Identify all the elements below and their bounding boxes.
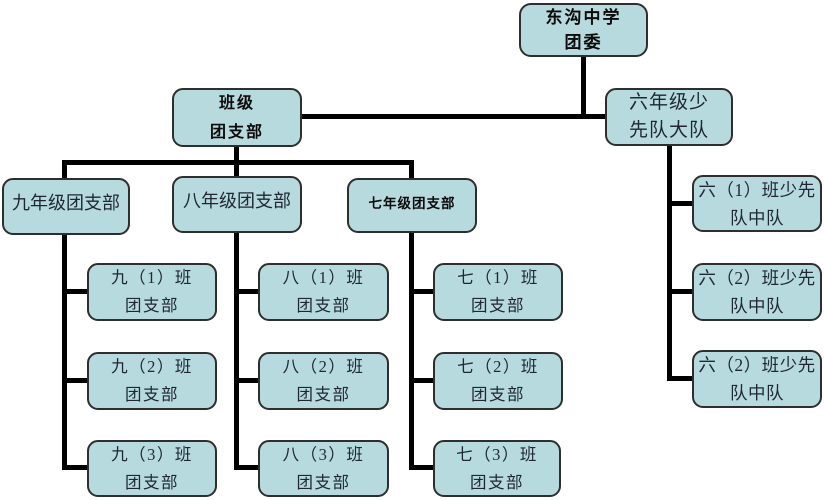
- node-grade9-branch: 九年级团支部: [2, 178, 130, 235]
- node-label-line: 八（1）班: [282, 268, 365, 287]
- connector-stub-g8-3: [234, 465, 261, 470]
- node-class-7-3: 七（3）班 团支部: [433, 440, 561, 497]
- node-label-line: 先队大队: [628, 120, 709, 141]
- connector-grade9-rise: [62, 163, 67, 179]
- connector-grade8-rise: [234, 163, 239, 178]
- node-label-line: 八年级团支部: [183, 191, 291, 211]
- node-label-line: 队中队: [730, 296, 784, 316]
- node-class-league-branch: 班级 团支部: [172, 88, 302, 147]
- node-class-8-2: 八（2）班 团支部: [258, 352, 389, 410]
- node-class-8-3: 八（3）班 团支部: [258, 440, 389, 497]
- connector-stub-g9-1: [62, 289, 90, 294]
- node-label-line: 队中队: [730, 207, 784, 228]
- node-label-line: 六（2）班少先: [698, 268, 816, 288]
- node-label-line: 团支部: [125, 385, 179, 404]
- node-class-7-2: 七（2）班 团支部: [433, 352, 563, 410]
- connector-stub-g7-3: [409, 465, 436, 470]
- connector-grade6-trunk: [667, 144, 672, 381]
- node-class-7-1: 七（1）班 团支部: [433, 263, 563, 321]
- node-label-line: 团支部: [296, 296, 351, 315]
- node-grade8-branch: 八年级团支部: [172, 176, 302, 233]
- node-school-committee: 东沟中学 团委: [519, 3, 648, 57]
- node-label-line: 六（2）班少先: [698, 355, 816, 375]
- node-label-line: 七（3）班: [456, 444, 538, 464]
- node-class-8-1: 八（1）班 团支部: [258, 263, 389, 321]
- node-label-line: 团委: [564, 33, 603, 52]
- node-label-line: 六年级少: [628, 92, 709, 113]
- connector-grade7-rise: [409, 163, 414, 179]
- node-label-line: 队中队: [730, 383, 784, 403]
- connector-stub-g7-2: [409, 378, 436, 383]
- connector-grade8-trunk: [234, 231, 239, 470]
- node-grade7-branch: 七年级团支部: [347, 178, 477, 233]
- node-label-line: 团支部: [296, 472, 351, 492]
- connector-stub-g9-3: [62, 465, 90, 470]
- connector-stub-g6-2: [667, 289, 695, 294]
- node-label-line: 八（3）班: [282, 444, 365, 464]
- node-label-line: 团支部: [471, 385, 525, 404]
- node-label-line: 六（1）班少先: [698, 179, 816, 200]
- node-label-line: 八（2）班: [282, 357, 365, 376]
- node-grade6-brigade: 六年级少 先队大队: [605, 88, 733, 146]
- node-squad-6-2: 六（2）班少先 队中队: [692, 263, 822, 321]
- node-class-9-3: 九（3）班 团支部: [87, 440, 217, 497]
- node-label-line: 九（2）班: [111, 357, 193, 376]
- connector-grade9-trunk: [62, 233, 67, 470]
- node-label-line: 九（3）班: [111, 444, 193, 464]
- node-label-line: 七（1）班: [457, 268, 539, 287]
- connector-stub-g8-2: [234, 378, 261, 383]
- node-label-line: 团支部: [470, 472, 524, 492]
- node-label-line: 团支部: [296, 385, 351, 404]
- connector-grade7-trunk: [409, 231, 414, 470]
- node-squad-6-1: 六（1）班少先 队中队: [692, 175, 822, 232]
- node-label-line: 团支部: [125, 472, 179, 492]
- node-label-line: 团支部: [209, 123, 264, 141]
- node-class-9-2: 九（2）班 团支部: [87, 352, 217, 410]
- node-label-line: 团支部: [125, 296, 179, 315]
- connector-stub-g6-1: [667, 201, 695, 206]
- node-class-9-1: 九（1）班 团支部: [87, 263, 217, 321]
- node-label-line: 九年级团支部: [12, 193, 120, 213]
- connector-top-horizontal: [302, 114, 606, 119]
- node-label-line: 班级: [218, 94, 255, 112]
- connector-stub-g6-3: [667, 376, 695, 381]
- connector-stub-g9-2: [62, 378, 90, 383]
- connector-stub-g8-1: [234, 289, 261, 294]
- connector-class-branch-drop: [234, 146, 239, 165]
- node-label-line: 七年级团支部: [368, 196, 456, 211]
- node-squad-6-3: 六（2）班少先 队中队: [692, 350, 822, 408]
- connector-grades-horizontal: [62, 160, 414, 165]
- node-label-line: 团支部: [471, 296, 525, 315]
- node-label-line: 九（1）班: [111, 268, 193, 287]
- node-label-line: 东沟中学: [545, 8, 622, 27]
- connector-stub-g7-1: [409, 289, 436, 294]
- connector-root-drop: [581, 56, 586, 119]
- node-label-line: 七（2）班: [457, 357, 539, 376]
